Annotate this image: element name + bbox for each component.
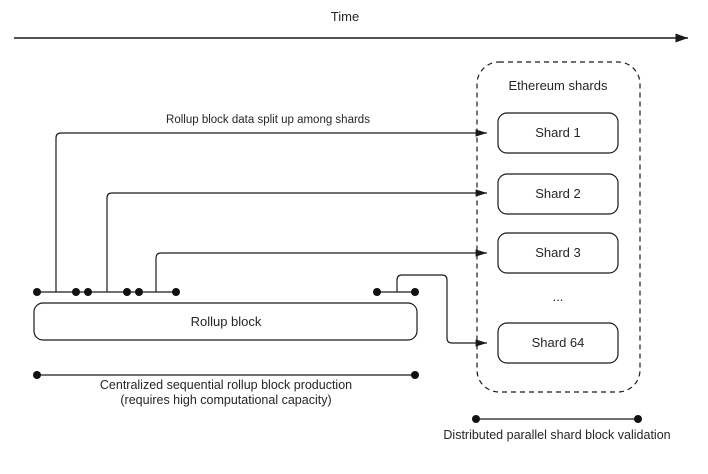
distributed-measure [472, 415, 642, 423]
distributed-caption: Distributed parallel shard block validat… [443, 428, 671, 442]
shard-label-3: Shard 3 [535, 245, 581, 260]
shard-box-3[interactable] [497, 232, 619, 274]
rollup-block-box[interactable] [33, 302, 418, 341]
centralized-measure-dot-left [33, 371, 41, 379]
connector-to-shard-3 [155, 249, 487, 292]
distributed-measure-dot-left [472, 415, 480, 423]
rollup-block-label: Rollup block [190, 314, 262, 329]
centralized-measure [33, 371, 419, 379]
timeline-dot-6 [172, 288, 180, 296]
shard-label-1: Shard 1 [535, 125, 581, 140]
time-axis-label: Time [330, 9, 360, 24]
centralized-caption-line1: Centralized sequential rollup block prod… [99, 378, 353, 392]
connector-to-shard-1 [55, 129, 487, 292]
centralized-measure-dot-right [411, 371, 419, 379]
flow-label: Rollup block data split up among shards [166, 114, 370, 126]
shards-ellipsis: ... [552, 289, 564, 304]
shard-label-64: Shard 64 [531, 335, 585, 350]
shard-box-1[interactable] [497, 112, 619, 154]
shard-box-64[interactable] [497, 322, 619, 364]
shard-box-2[interactable] [497, 173, 619, 215]
rollup-timeline [33, 288, 419, 296]
ethereum-shards-panel [476, 61, 641, 393]
timeline-dot-2 [72, 288, 80, 296]
shards-panel-title: Ethereum shards [508, 78, 608, 93]
timeline-dot-4 [123, 288, 131, 296]
timeline-dot-7 [373, 288, 381, 296]
centralized-caption-line2: (requires high computational capacity) [120, 393, 332, 407]
shard-connectors [55, 129, 487, 347]
timeline-dot-3 [84, 288, 92, 296]
connector-to-shard-2 [106, 189, 487, 292]
distributed-measure-dot-right [634, 415, 642, 423]
timeline-dot-8 [411, 288, 419, 296]
connector-to-shard-64 [396, 274, 487, 347]
shards-panel-border [476, 61, 641, 393]
timeline-dot-1 [33, 288, 41, 296]
shard-label-2: Shard 2 [535, 186, 581, 201]
timeline-dot-5 [135, 288, 143, 296]
